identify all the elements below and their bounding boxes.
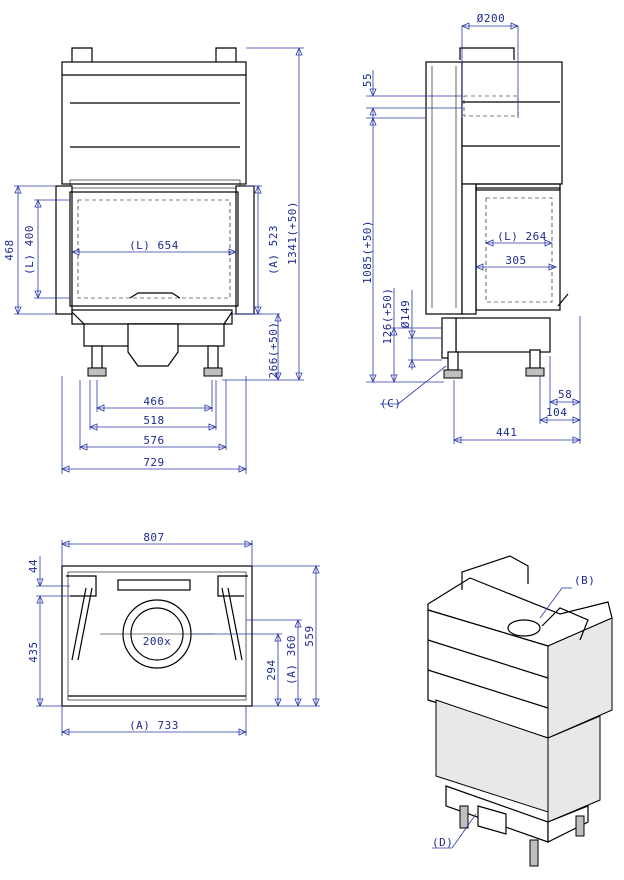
iso-flue-ring [507,619,541,637]
front-handle-right [215,47,237,62]
front-air-box [127,323,179,367]
top-view: 200x 807 44 435 294 (A) 360 559 [27,531,320,736]
front-side-panel-right [235,185,255,315]
label-d: (D) [432,836,453,849]
iso-foot-3 [575,815,585,837]
dim-glass-width: (L) 654 [129,239,179,252]
dim-360: (A) 360 [285,635,298,685]
front-view: (L) 654 466 518 576 729 468 (L) 400 [3,46,304,474]
dim-441: 441 [496,426,517,439]
dim-1341: 1341(+50) [286,201,299,265]
dim-559: 559 [303,625,316,646]
dim-44: 44 [27,559,40,573]
label-flue-size: 200x [143,635,172,648]
side-foot-left [443,369,463,379]
side-handle [459,47,515,60]
front-foot-left [87,367,107,377]
top-flue-collar [117,579,191,591]
iso-foot-2 [529,839,539,867]
dim-435: 435 [27,641,40,662]
iso-view: (B) (D) [427,555,613,867]
iso-upper-side [547,617,613,739]
dim-576: 576 [143,434,164,447]
dim-104: 104 [546,406,567,419]
front-foot-right [203,367,223,377]
dim-flue-diameter: Ø200 [477,12,506,25]
side-upper-body [461,61,563,185]
iso-foot-1 [459,805,469,829]
dim-air-diameter: Ø149 [399,300,412,329]
dim-466: 466 [143,395,164,408]
dim-1085: 1085(+50) [361,220,374,284]
label-c: (C) [380,397,401,410]
dim-468: 468 [3,239,16,260]
dim-side-glass: (L) 264 [497,230,547,243]
dim-733: (A) 733 [129,719,179,732]
dim-729: 729 [143,456,164,469]
dim-glass-height: (L) 400 [23,225,36,275]
dim-294: 294 [265,659,278,680]
dim-55: 55 [361,73,374,87]
side-foot-right [525,367,545,377]
dim-523: (A) 523 [267,225,280,275]
front-upper-body [61,61,247,185]
dim-807: 807 [143,531,164,544]
front-glass [69,191,239,307]
side-view: Ø200 55 1085(+50) (L) 264 305 126(+50) Ø… [361,12,582,444]
side-glass [475,187,561,311]
front-side-panel-left [55,185,73,315]
label-b: (B) [574,574,595,587]
dim-58: 58 [558,388,572,401]
front-handle-left [71,47,93,62]
iso-lower-side [547,715,601,823]
dim-126: 126(+50) [381,288,394,345]
dim-266: 266(+50) [267,322,280,379]
side-back-panel [425,61,463,315]
dim-305: 305 [505,254,526,267]
dim-518: 518 [143,414,164,427]
